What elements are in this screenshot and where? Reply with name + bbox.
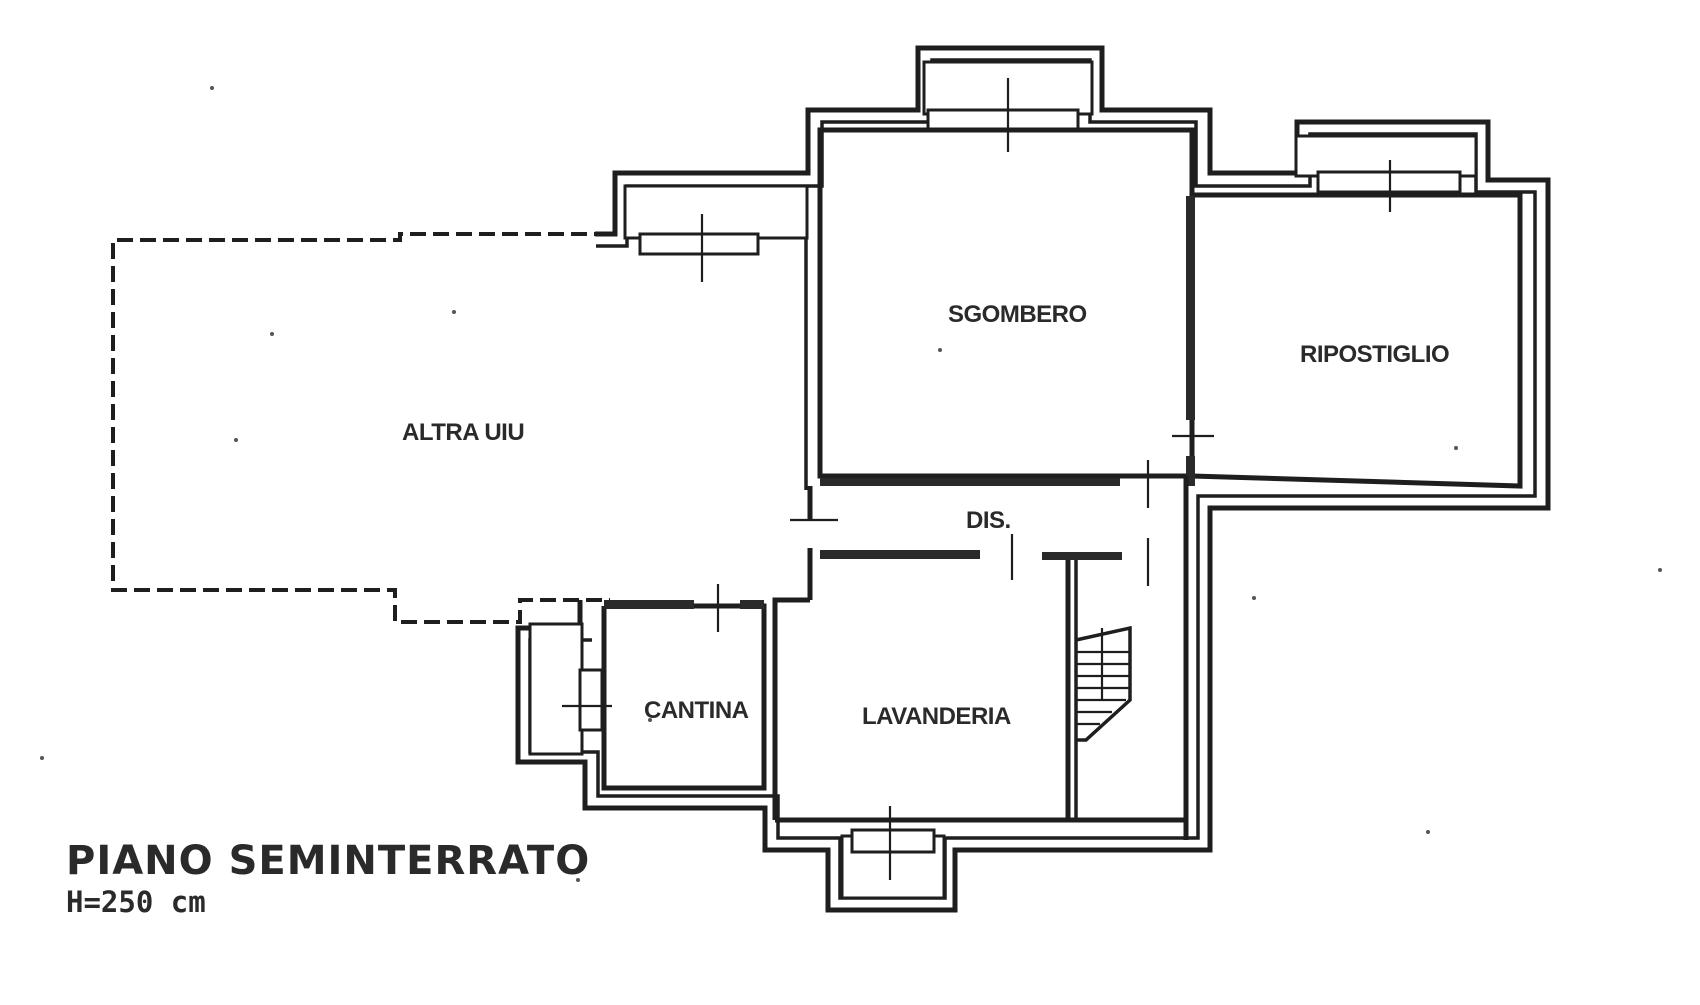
altra-uiu-boundary xyxy=(111,232,610,624)
plan-title: PIANO SEMINTERRATO xyxy=(66,838,591,884)
scan-specks xyxy=(40,86,1662,882)
staircase xyxy=(1075,625,1132,742)
room-label-sgombero: SGOMBERO xyxy=(948,301,1087,328)
room-label-ripostiglio: RIPOSTIGLIO xyxy=(1300,341,1449,368)
window-top-left xyxy=(623,184,809,240)
window-left-cantina xyxy=(528,622,584,756)
windows xyxy=(528,60,1478,900)
room-label-lavanderia: LAVANDERIA xyxy=(862,703,1011,730)
height-note: H=250 cm xyxy=(66,885,206,919)
window-top-right xyxy=(1294,134,1478,178)
room-label-altra-uiu: ALTRA UIU xyxy=(402,419,524,446)
room-label-dis: DIS. xyxy=(966,507,1011,534)
door-marks xyxy=(562,78,1392,880)
room-label-cantina: CANTINA xyxy=(644,697,749,724)
interior-walls xyxy=(601,127,1523,840)
